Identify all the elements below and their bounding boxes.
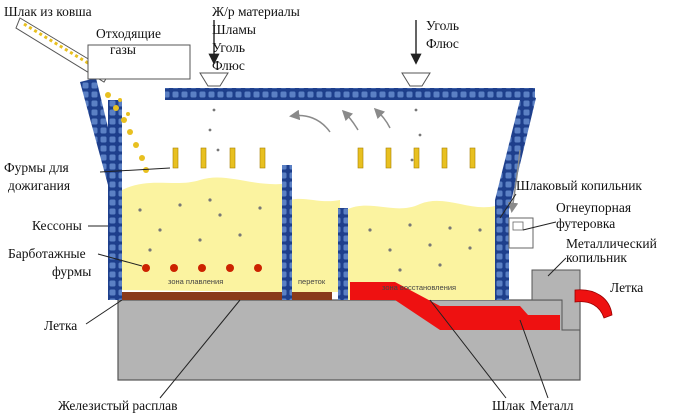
metal-reservoir-line1: Металлический xyxy=(566,236,657,251)
offgas-duct xyxy=(87,44,191,80)
reduction-zone-bath xyxy=(346,200,495,300)
coal-flux-right-line1: Уголь xyxy=(426,18,459,33)
metal-label: Металл xyxy=(530,398,574,413)
metal-layer xyxy=(350,282,560,330)
right-caisson-wall xyxy=(495,200,509,300)
metal-tap-spout xyxy=(574,289,613,319)
overflow-channel xyxy=(290,198,340,292)
offgases-label-line2: газы xyxy=(110,42,136,57)
coal-flux-right-line2: Флюс xyxy=(426,36,459,51)
refractory-line2: футеровка xyxy=(556,216,615,231)
gas-flow-arrows xyxy=(289,107,521,213)
caissons-label: Кессоны xyxy=(32,218,82,233)
right-slope-caisson xyxy=(495,92,536,210)
slag-from-ladle-label: Шлак из ковша xyxy=(4,4,92,19)
feed-materials-line2: Шламы xyxy=(212,22,256,37)
feed-materials-line4: Флюс xyxy=(212,58,245,73)
afterburn-tuyeres-line1: Фурмы для xyxy=(4,160,69,175)
slag-stream xyxy=(105,92,149,173)
offgases-label-line1: Отходящие xyxy=(96,26,161,41)
tap-hole-right-label: Летка xyxy=(610,280,643,295)
divider-caisson-wall-1 xyxy=(282,165,292,300)
left-slope-caisson xyxy=(80,78,122,185)
iron-melt-layer xyxy=(122,292,332,300)
melting-zone-bath xyxy=(122,177,282,292)
refractory-line1: Огнеупорная xyxy=(556,200,631,215)
feed-materials-line1: Ж/р материалы xyxy=(212,4,300,19)
overflow-label: переток xyxy=(298,277,326,286)
metal-reservoir-body xyxy=(531,269,581,331)
afterburn-tuyeres xyxy=(172,147,476,169)
feed-hopper-left xyxy=(199,72,229,87)
bubbling-tuyeres xyxy=(142,264,262,272)
roof-caisson xyxy=(165,88,535,100)
bubbling-tuyeres-line1: Барботажные xyxy=(8,246,86,261)
afterburn-tuyeres-line2: дожигания xyxy=(8,178,70,193)
reduction-zone-label: зона восстановления xyxy=(382,283,456,292)
bubbling-tuyeres-line2: фурмы xyxy=(52,264,91,279)
feed-materials-line3: Уголь xyxy=(212,40,245,55)
bath-bubbles xyxy=(138,108,482,272)
divider-caisson-wall-2 xyxy=(338,208,348,300)
slag-reservoir xyxy=(508,217,534,249)
iron-melt-label: Железистый расплав xyxy=(58,398,177,413)
slag-label: Шлак xyxy=(492,398,525,413)
feed-hopper-right xyxy=(401,72,431,87)
left-caisson-wall xyxy=(108,100,122,300)
metal-reservoir-line2: копильник xyxy=(566,250,627,265)
slag-reservoir-label: Шлаковый копильник xyxy=(516,178,642,193)
melting-zone-label: зона плавления xyxy=(168,277,223,286)
tap-hole-left-label: Летка xyxy=(44,318,77,333)
